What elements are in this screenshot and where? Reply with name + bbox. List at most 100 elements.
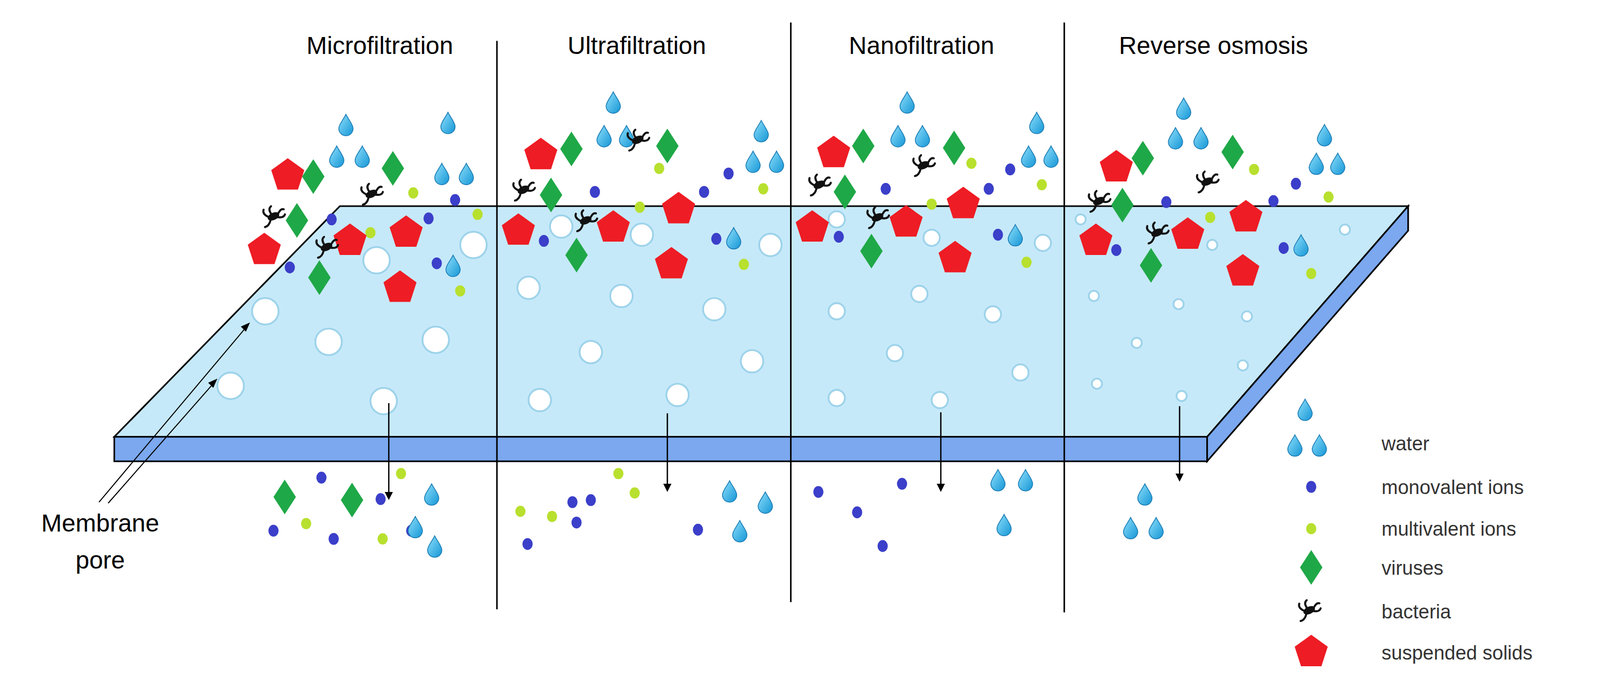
membrane-pore: [666, 383, 689, 407]
flow-arrow: [1175, 406, 1184, 482]
multivalent-ion: [408, 187, 419, 199]
virus-diamond: [852, 128, 875, 164]
divider-line: [789, 22, 792, 603]
multivalent-ion: [395, 467, 407, 480]
water-drop: [1043, 145, 1059, 168]
membrane-front: [114, 436, 1207, 462]
water-drop: [1168, 127, 1183, 150]
monovalent-ion: [1268, 195, 1279, 208]
water-drop: [722, 480, 738, 503]
virus-diamond: [942, 130, 966, 166]
membrane-pore: [630, 223, 654, 247]
monovalent-ion: [284, 261, 296, 274]
monovalent-ion: [375, 492, 386, 505]
suspended-solid: [817, 135, 851, 168]
monovalent-ion: [692, 523, 704, 536]
membrane-pore: [363, 246, 391, 274]
virus-diamond: [860, 233, 884, 269]
monovalent-ion: [1278, 242, 1290, 254]
suspended-solid: [524, 137, 558, 170]
water-drop: [619, 125, 634, 147]
water-drop: [745, 151, 761, 173]
bacterium: [622, 125, 652, 151]
multivalent-ion: [1306, 267, 1317, 280]
suspended-solid: [1171, 217, 1205, 249]
membrane-pore: [579, 340, 603, 364]
flow-arrow: [936, 412, 946, 492]
monovalent-ion: [567, 495, 578, 508]
monovalent-ion: [522, 538, 533, 550]
multivalent-ion: [966, 157, 977, 170]
suspended-solid: [333, 223, 367, 255]
membrane-pore: [251, 298, 279, 325]
membrane-pore: [1339, 224, 1351, 235]
water-drop: [424, 483, 439, 506]
monovalent-ion: [571, 516, 582, 529]
membrane-pore: [315, 328, 342, 356]
legend-label: monovalent ions: [1381, 475, 1524, 500]
membrane-pore: [703, 298, 726, 321]
legend-label: suspended solids: [1381, 641, 1533, 666]
water-drop: [915, 125, 930, 147]
water-drop: [1193, 127, 1209, 150]
water-drop: [890, 125, 906, 147]
section-title: Microfiltration: [306, 30, 453, 61]
water-drop: [1297, 398, 1313, 421]
virus-diamond: [1111, 187, 1134, 223]
water-drop: [338, 114, 354, 136]
membrane-pore: [1176, 390, 1187, 401]
multivalent-ion: [472, 208, 483, 220]
water-drop: [1330, 153, 1346, 175]
legend-label: water: [1381, 432, 1430, 456]
monovalent-ion: [880, 182, 891, 195]
water-drop: [1312, 434, 1327, 457]
suspended-solid: [795, 210, 829, 242]
membrane-pore: [923, 229, 941, 247]
monovalent-ion: [813, 485, 824, 498]
water-drop: [596, 125, 612, 147]
virus-diamond: [560, 131, 583, 167]
water-drop: [1287, 434, 1302, 457]
water-drop: [440, 112, 456, 134]
membrane-pore: [1241, 311, 1253, 322]
bacterium: [258, 201, 288, 228]
virus-diamond: [1139, 247, 1163, 283]
legend-label: bacteria: [1381, 600, 1451, 624]
leader-line: [107, 384, 213, 503]
membrane-pore: [610, 284, 633, 308]
suspended-solid: [501, 213, 535, 245]
membrane-pore: [984, 306, 1002, 323]
suspended-solid: [661, 191, 695, 224]
monovalent-ion: [590, 186, 601, 198]
pore-leaders: [99, 322, 251, 503]
callout-label: Membrane pore: [23, 504, 178, 579]
water-drop: [753, 120, 769, 142]
monovalent-ion: [1005, 163, 1016, 176]
suspended-solid: [946, 186, 980, 218]
water-drop: [427, 535, 443, 558]
membrane-top: [114, 206, 1408, 437]
membrane-pore: [931, 391, 949, 409]
bacterium: [570, 206, 600, 232]
monovalent-ion: [1161, 196, 1172, 209]
leader-head: [208, 378, 218, 389]
membrane-pore: [1034, 234, 1052, 252]
water-drop: [1018, 469, 1033, 491]
suspended-solid: [938, 241, 972, 273]
membrane-pore: [759, 233, 782, 257]
divider-line: [495, 40, 498, 610]
monovalent-ion: [723, 167, 734, 180]
multivalent-ion: [301, 518, 312, 530]
membrane-pore: [217, 372, 245, 400]
water-drop: [1123, 517, 1138, 540]
water-drop: [1293, 234, 1309, 257]
multivalent-ion: [546, 510, 558, 523]
bacterium: [356, 179, 386, 205]
monovalent-ion: [328, 532, 339, 545]
monovalent-ion: [268, 524, 279, 537]
suspended-solid: [1294, 634, 1328, 667]
membrane-pore: [1012, 364, 1029, 381]
monovalent-ion: [992, 228, 1004, 241]
multivalent-ion: [629, 487, 640, 499]
